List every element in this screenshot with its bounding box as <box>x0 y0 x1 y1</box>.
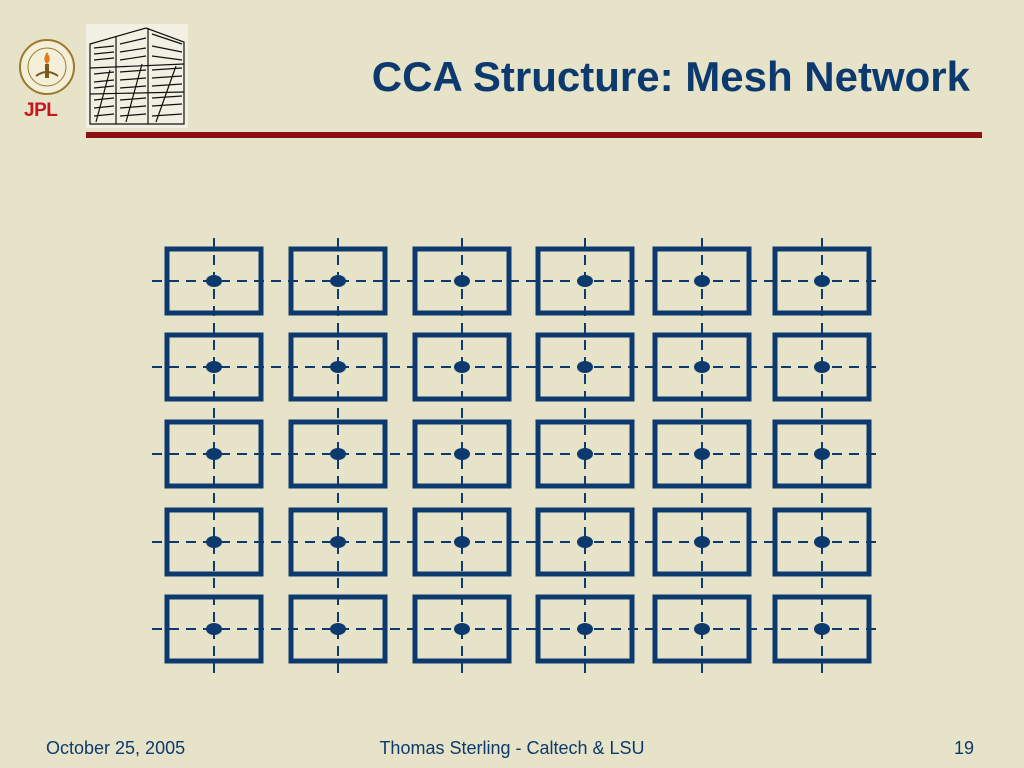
mesh-node-center-dot <box>330 623 346 635</box>
mesh-node-center-dot <box>577 275 593 287</box>
mesh-node <box>535 594 635 664</box>
mesh-node-center-dot <box>694 623 710 635</box>
mesh-node <box>164 332 264 402</box>
mesh-node-center-dot <box>814 448 830 460</box>
mesh-node-center-dot <box>330 448 346 460</box>
mesh-node-center-dot <box>454 536 470 548</box>
mesh-node <box>652 419 752 489</box>
mesh-node <box>288 332 388 402</box>
mesh-node <box>288 507 388 577</box>
caltech-seal-icon <box>19 39 75 95</box>
mesh-node-center-dot <box>454 275 470 287</box>
mesh-node-center-dot <box>206 361 222 373</box>
mesh-node <box>652 246 752 316</box>
mesh-node-center-dot <box>814 275 830 287</box>
mesh-node <box>164 246 264 316</box>
mesh-node-center-dot <box>330 361 346 373</box>
mesh-node <box>535 246 635 316</box>
mesh-node-center-dot <box>206 448 222 460</box>
mesh-node <box>288 246 388 316</box>
mesh-node-center-dot <box>694 361 710 373</box>
mesh-node <box>772 507 872 577</box>
mesh-node <box>772 419 872 489</box>
jpl-logo: JPL <box>24 100 58 121</box>
mesh-node <box>772 246 872 316</box>
mesh-node <box>652 507 752 577</box>
footer-page-number: 19 <box>953 738 974 758</box>
mesh-node <box>535 419 635 489</box>
mesh-node-center-dot <box>206 536 222 548</box>
mesh-node <box>535 507 635 577</box>
mesh-node-center-dot <box>577 536 593 548</box>
mesh-node <box>164 594 264 664</box>
mesh-node-center-dot <box>694 275 710 287</box>
title-divider <box>86 132 982 138</box>
mesh-node <box>412 419 512 489</box>
mesh-node <box>772 594 872 664</box>
mesh-node <box>164 507 264 577</box>
mesh-node-center-dot <box>577 361 593 373</box>
mesh-node <box>535 332 635 402</box>
mesh-node-center-dot <box>454 361 470 373</box>
mesh-node-center-dot <box>206 275 222 287</box>
mesh-node-center-dot <box>454 623 470 635</box>
mesh-node <box>412 507 512 577</box>
mesh-node-center-dot <box>330 536 346 548</box>
mesh-node <box>164 419 264 489</box>
mesh-node-center-dot <box>694 448 710 460</box>
mesh-node <box>652 332 752 402</box>
footer-author: Thomas Sterling - Caltech & LSU <box>379 738 645 758</box>
mesh-node <box>288 419 388 489</box>
mesh-node <box>652 594 752 664</box>
mesh-node <box>412 594 512 664</box>
mesh-node-center-dot <box>814 536 830 548</box>
mesh-node <box>288 594 388 664</box>
building-sketch-image <box>86 24 188 128</box>
mesh-node <box>412 246 512 316</box>
mesh-node-center-dot <box>330 275 346 287</box>
footer-date: October 25, 2005 <box>46 738 186 758</box>
slide-title: CCA Structure: Mesh Network <box>371 53 970 100</box>
mesh-node-center-dot <box>206 623 222 635</box>
mesh-node-center-dot <box>814 361 830 373</box>
mesh-node-center-dot <box>454 448 470 460</box>
mesh-node-center-dot <box>694 536 710 548</box>
mesh-node-center-dot <box>814 623 830 635</box>
mesh-node-center-dot <box>577 448 593 460</box>
mesh-node-center-dot <box>577 623 593 635</box>
mesh-node <box>412 332 512 402</box>
mesh-node <box>772 332 872 402</box>
